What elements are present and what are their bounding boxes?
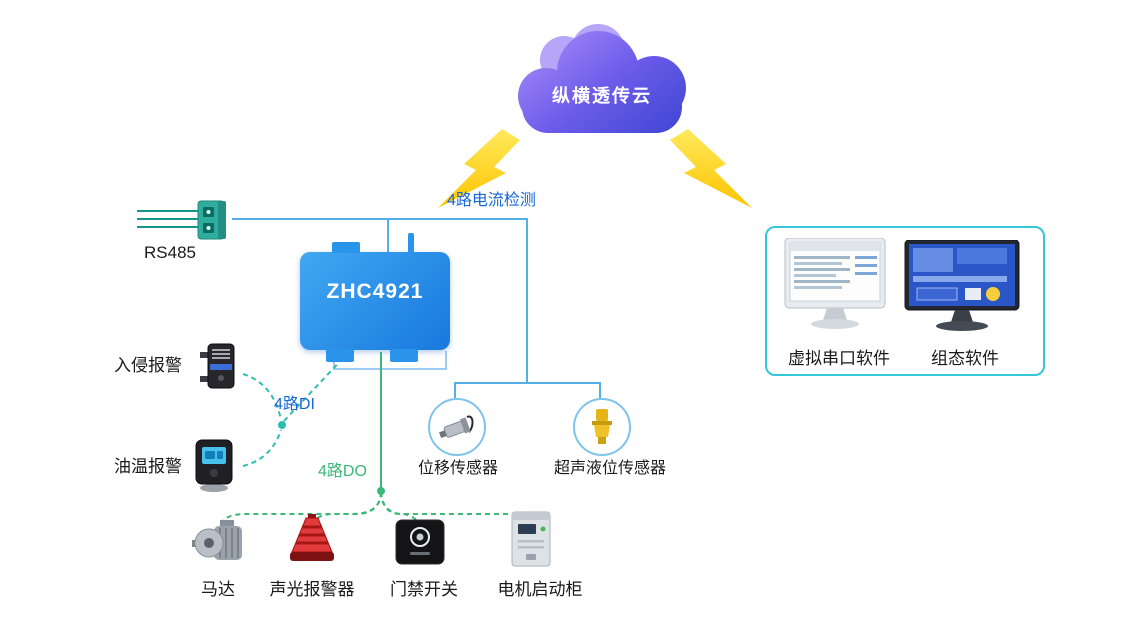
scada-software-label: 组态软件 <box>931 349 999 368</box>
rs485-connector-icon <box>197 200 226 240</box>
lightning-left-icon <box>438 129 520 208</box>
intrusion-alarm-icon <box>200 343 235 389</box>
lightning-right-icon <box>670 129 752 208</box>
gateway-bottom-terminal-right <box>390 349 418 362</box>
rs485-label: RS485 <box>144 243 196 262</box>
gateway-bottom-terminal-left <box>326 349 354 362</box>
access-switch-icon <box>395 519 445 565</box>
starter-cabinet-label: 电机启动柜 <box>497 580 583 599</box>
oil-temp-alarm-label: 油温报警 <box>114 457 182 476</box>
gateway-device: ZHC4921 <box>300 252 450 350</box>
ultrasonic-sensor-label: 超声液位传感器 <box>553 460 666 477</box>
monitor-scada-icon <box>904 240 1020 331</box>
gateway-model-label: ZHC4921 <box>326 280 424 303</box>
displacement-sensor-icon <box>428 398 486 456</box>
current-detect-label: 4路电流检测 <box>447 192 536 209</box>
ultrasonic-sensor-glyph <box>592 409 612 444</box>
do-label: 4路DO <box>318 463 367 480</box>
rs485-wires-icon <box>137 210 202 228</box>
monitor-serial-icon <box>784 238 886 329</box>
gateway-top-terminal <box>332 242 360 253</box>
ultrasonic-sensor-icon <box>573 398 631 456</box>
virtual-serial-software-label: 虚拟串口软件 <box>788 349 890 368</box>
software-box: 虚拟串口软件 组态软件 <box>765 226 1045 376</box>
di-label: 4路DI <box>274 396 315 413</box>
access-switch-label: 门禁开关 <box>390 580 458 599</box>
oil-temp-alarm-icon <box>195 439 233 492</box>
motor-icon <box>192 520 242 560</box>
cloud-icon <box>518 24 686 133</box>
di-lines <box>242 354 347 467</box>
current-detect-lines <box>232 218 601 398</box>
displacement-sensor-label: 位移传感器 <box>417 460 498 477</box>
gateway-antenna <box>408 233 414 253</box>
motor-label: 马达 <box>201 580 235 599</box>
siren-label: 声光报警器 <box>269 580 355 599</box>
siren-icon <box>290 514 334 561</box>
cloud-label: 纵横透传云 <box>552 86 652 106</box>
displacement-sensor-glyph <box>439 415 474 438</box>
starter-cabinet-icon <box>511 511 551 567</box>
intrusion-alarm-label: 入侵报警 <box>114 356 182 375</box>
